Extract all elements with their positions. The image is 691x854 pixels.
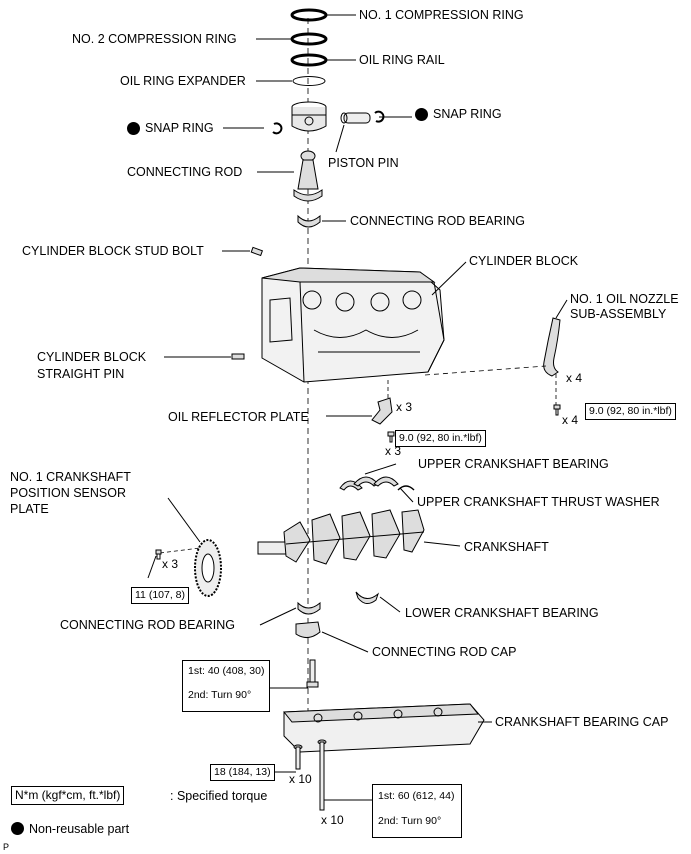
oil-ring-expander-label: OIL RING EXPANDER xyxy=(120,74,246,88)
reflector-torque-box: 9.0 (92, 80 in.*lbf) xyxy=(395,430,486,447)
oil-ring-expander-part xyxy=(292,76,326,86)
connecting-rod-bearing-lower-part xyxy=(297,601,321,615)
no1-oil-nozzle-part xyxy=(543,317,561,377)
upper-crankshaft-thrust-washer-part xyxy=(397,485,415,491)
bearing-cap-small-bolts-qty: x 10 xyxy=(289,772,312,786)
oil-nozzle-torque-box: 9.0 (92, 80 in.*lbf) xyxy=(585,403,676,420)
crank-position-sensor-plate-label-line3: PLATE xyxy=(10,502,49,516)
oil-ring-rail-part xyxy=(290,53,328,67)
cylinder-block-stud-bolt-part xyxy=(250,246,264,257)
bearing-cap-small-bolt-part xyxy=(293,744,303,770)
connecting-rod-cap-torque-step1: 1st: 40 (408, 30) xyxy=(188,665,265,677)
reflector-bolt-part xyxy=(387,431,395,443)
crankshaft-bearing-cap-part xyxy=(282,703,485,753)
piston-pin-part xyxy=(340,112,371,124)
cylinder-block-straight-pin-label-line2: STRAIGHT PIN xyxy=(37,367,125,381)
upper-crankshaft-bearing-label: UPPER CRANKSHAFT BEARING xyxy=(418,457,609,471)
oil-ring-rail-label: OIL RING RAIL xyxy=(359,53,445,67)
upper-crankshaft-bearing-part xyxy=(339,476,399,491)
bearing-cap-main-torque-step1: 1st: 60 (612, 44) xyxy=(378,790,455,802)
cylinder-block-stud-bolt-label: CYLINDER BLOCK STUD BOLT xyxy=(22,244,204,258)
non-reusable-icon xyxy=(415,108,428,121)
cylinder-block-label: CYLINDER BLOCK xyxy=(469,254,579,268)
connecting-rod-cap-label: CONNECTING ROD CAP xyxy=(372,645,517,659)
oil-reflector-plate-part xyxy=(371,397,393,425)
legend-non-reusable-label: Non-reusable part xyxy=(29,822,130,836)
upper-crankshaft-thrust-washer-label: UPPER CRANKSHAFT THRUST WASHER xyxy=(417,495,660,509)
legend-torque-desc: : Specified torque xyxy=(170,789,268,803)
connecting-rod-bearing-lower-label: CONNECTING ROD BEARING xyxy=(60,618,236,632)
connecting-rod-cap-bolt-part xyxy=(306,659,319,688)
no1-compression-ring-part xyxy=(290,8,328,22)
bearing-cap-main-torque-box: 1st: 60 (612, 44) 2nd: Turn 90° xyxy=(372,784,462,838)
snap-ring-right-part xyxy=(374,110,385,123)
oil-nozzle-bolt-part xyxy=(553,404,561,416)
no2-compression-ring-part xyxy=(290,32,328,46)
connecting-rod-cap-part xyxy=(295,621,321,638)
crank-position-sensor-plate-label-line2: POSITION SENSOR xyxy=(10,486,126,500)
bearing-cap-main-bolt-part xyxy=(317,739,327,811)
snap-ring-right-label: SNAP RING xyxy=(433,107,502,121)
crankshaft-bearing-cap-label: CRANKSHAFT BEARING CAP xyxy=(495,715,669,729)
bearing-cap-main-bolts-qty: x 10 xyxy=(321,813,344,827)
bearing-cap-main-torque-step2: 2nd: Turn 90° xyxy=(378,815,442,827)
crank-position-sensor-plate-part xyxy=(194,539,222,597)
sensor-plate-bolts-qty: x 3 xyxy=(162,557,179,571)
piston-part xyxy=(291,101,327,132)
piston-pin-label: PISTON PIN xyxy=(328,156,399,170)
lower-crankshaft-bearing-label: LOWER CRANKSHAFT BEARING xyxy=(405,606,599,620)
sensor-plate-torque-box: 11 (107, 8) xyxy=(131,587,190,604)
no1-oil-nozzle-label-line2: SUB-ASSEMBLY xyxy=(570,307,667,321)
footer-mark: P xyxy=(3,842,10,852)
reflector-bolts-qty: x 3 xyxy=(385,444,402,458)
cylinder-block-straight-pin-label-line1: CYLINDER BLOCK xyxy=(37,350,147,364)
non-reusable-icon xyxy=(127,122,140,135)
lower-crankshaft-bearing-part xyxy=(355,591,380,604)
no1-compression-ring-label: NO. 1 COMPRESSION RING xyxy=(359,8,524,22)
legend-non-reusable-icon xyxy=(11,822,24,835)
oil-nozzle-qty: x 4 xyxy=(566,371,583,385)
cylinder-block-straight-pin-part xyxy=(231,353,245,360)
crank-position-sensor-plate-label-line1: NO. 1 CRANKSHAFT xyxy=(10,470,131,484)
leader-lines xyxy=(147,14,568,801)
crankshaft-label: CRANKSHAFT xyxy=(464,540,549,554)
connecting-rod-part xyxy=(293,150,323,202)
crankshaft-part xyxy=(257,509,425,565)
oil-nozzle-bolts-qty: x 4 xyxy=(562,413,579,427)
connecting-rod-label: CONNECTING ROD xyxy=(127,165,243,179)
snap-ring-left-part xyxy=(272,122,283,135)
connecting-rod-bearing-upper-label: CONNECTING ROD BEARING xyxy=(350,214,526,228)
connecting-rod-cap-torque-step2: 2nd: Turn 90° xyxy=(188,689,252,701)
cylinder-block-part xyxy=(261,267,445,383)
oil-reflector-plate-label: OIL REFLECTOR PLATE xyxy=(168,410,309,424)
reflector-plate-qty: x 3 xyxy=(396,400,413,414)
legend-torque-unit-box: N*m (kgf*cm, ft.*lbf) xyxy=(11,786,125,805)
sensor-plate-bolt-part xyxy=(155,549,162,560)
connecting-rod-bearing-upper-part xyxy=(297,214,321,228)
no2-compression-ring-label: NO. 2 COMPRESSION RING xyxy=(72,32,237,46)
snap-ring-left-label: SNAP RING xyxy=(145,121,214,135)
no1-oil-nozzle-label-line1: NO. 1 OIL NOZZLE xyxy=(570,292,679,306)
connecting-rod-cap-torque-box: 1st: 40 (408, 30) 2nd: Turn 90° xyxy=(182,660,270,712)
bearing-cap-small-torque-box: 18 (184, 13) xyxy=(210,764,275,781)
